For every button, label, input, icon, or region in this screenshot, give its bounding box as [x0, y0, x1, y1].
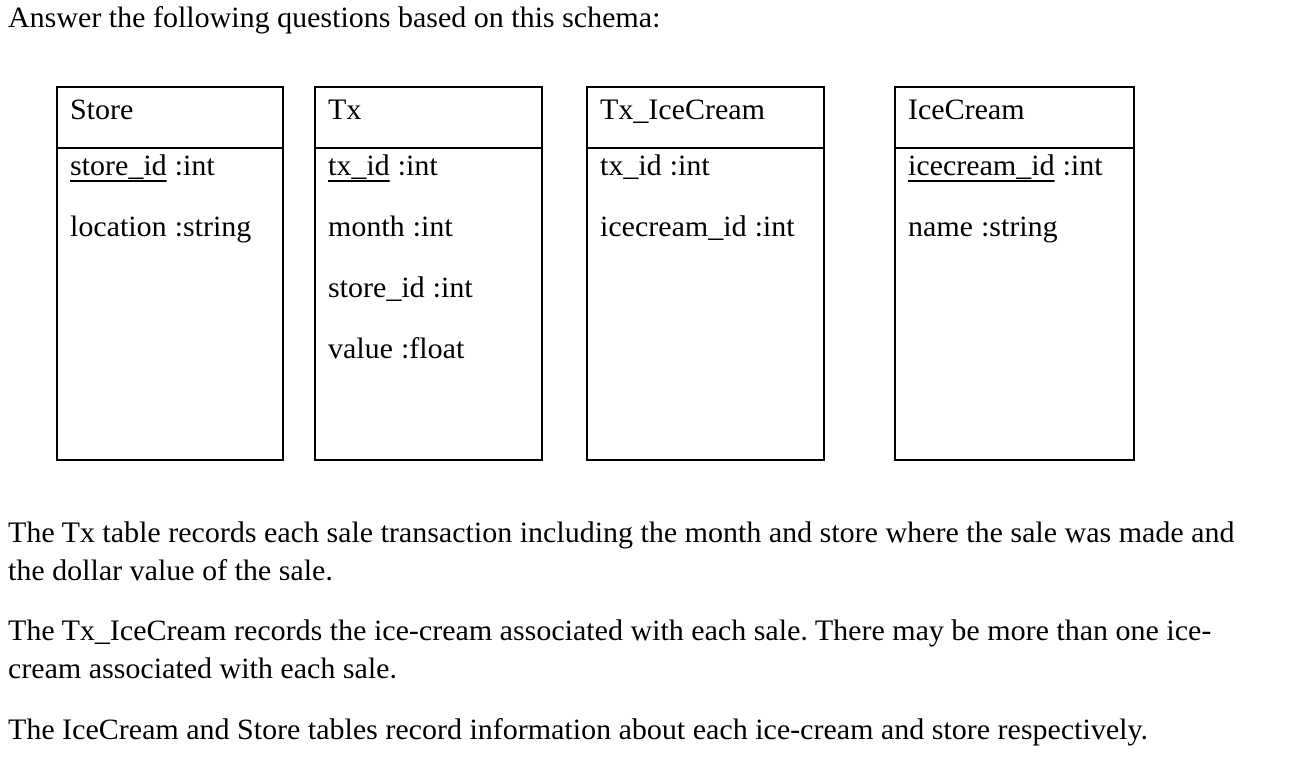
page-title: Answer the following questions based on … — [8, 1, 661, 34]
field-name: name — [908, 210, 973, 243]
paragraph-icecream-store-description: The IceCream and Store tables record inf… — [8, 713, 1149, 746]
field-type: :int — [432, 271, 473, 304]
field-type: :int — [754, 210, 795, 243]
field-row: tx_id:int — [600, 149, 823, 183]
field-row: store_id:int — [70, 149, 282, 183]
field-type: :int — [412, 210, 453, 243]
table-fields: icecream_id:int name:string — [896, 149, 1133, 244]
paragraph-tx-icecream-description: The Tx_IceCream records the ice-cream as… — [8, 614, 1212, 685]
field-row: month:int — [328, 210, 541, 244]
field-name: icecream_id — [908, 149, 1055, 182]
field-type: :int — [669, 149, 710, 182]
schema-table-tx-icecream: Tx_IceCream tx_id:int icecream_id:int — [586, 86, 825, 461]
field-name: tx_id — [328, 149, 390, 182]
table-name: Tx — [316, 88, 541, 149]
field-row: location:string — [70, 210, 282, 244]
schema-table-icecream: IceCream icecream_id:int name:string — [894, 86, 1135, 461]
paragraph-tx-description: The Tx table records each sale transacti… — [8, 516, 1235, 587]
field-type: :string — [980, 210, 1058, 243]
field-row: store_id:int — [328, 271, 541, 305]
field-name: value — [328, 332, 393, 365]
schema-table-tx: Tx tx_id:int month:int store_id:int valu… — [314, 86, 543, 461]
table-name: Tx_IceCream — [588, 88, 823, 149]
schema-table-store: Store store_id:int location:string — [56, 86, 284, 461]
field-type: :int — [1062, 149, 1103, 182]
table-name: Store — [58, 88, 282, 149]
field-type: :int — [174, 149, 215, 182]
field-type: :float — [400, 332, 465, 365]
field-name: location — [70, 210, 167, 243]
field-name: tx_id — [600, 149, 662, 182]
table-fields: tx_id:int month:int store_id:int value:f… — [316, 149, 541, 366]
table-fields: tx_id:int icecream_id:int — [588, 149, 823, 244]
field-row: tx_id:int — [328, 149, 541, 183]
field-name: store_id — [328, 271, 425, 304]
field-type: :int — [397, 149, 438, 182]
table-fields: store_id:int location:string — [58, 149, 282, 244]
table-name: IceCream — [896, 88, 1133, 149]
field-row: icecream_id:int — [600, 210, 823, 244]
field-row: icecream_id:int — [908, 149, 1133, 183]
field-name: store_id — [70, 149, 167, 182]
field-type: :string — [174, 210, 252, 243]
field-name: icecream_id — [600, 210, 747, 243]
field-name: month — [328, 210, 405, 243]
field-row: value:float — [328, 332, 541, 366]
field-row: name:string — [908, 210, 1133, 244]
description-text: The Tx table records each sale transacti… — [8, 514, 1308, 749]
